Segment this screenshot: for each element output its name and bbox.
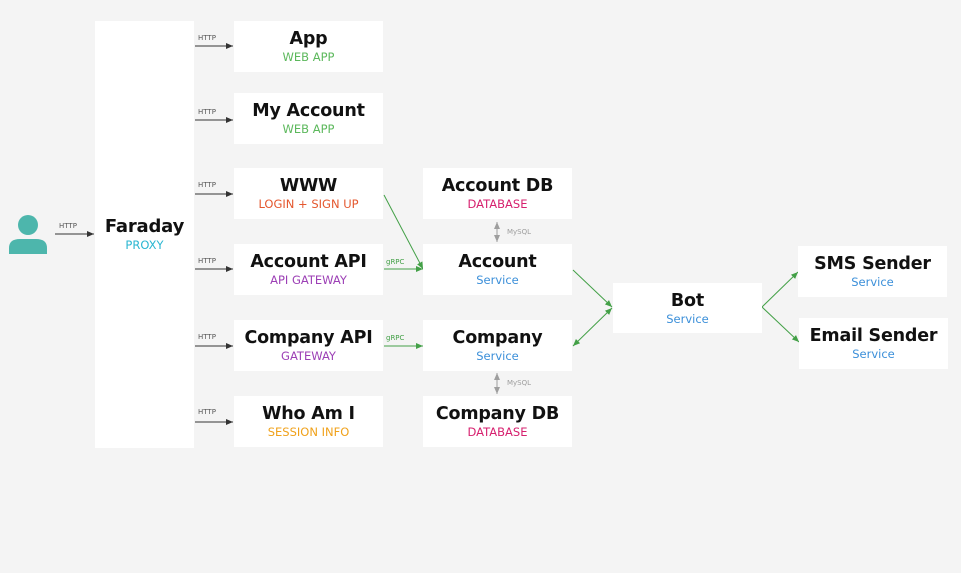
node-email-sender[interactable]: Email Sender Service: [799, 318, 948, 369]
http-label-accountapi: HTTP: [198, 257, 216, 265]
node-app[interactable]: App WEB APP: [234, 21, 383, 72]
grpc-label-company: gRPC: [386, 334, 405, 342]
http-label-app: HTTP: [198, 34, 216, 42]
node-account-service[interactable]: Account Service: [423, 244, 572, 295]
http-label-myaccount: HTTP: [198, 108, 216, 116]
node-subtitle: LOGIN + SIGN UP: [258, 197, 359, 211]
node-title: My Account: [252, 101, 365, 121]
http-label-www: HTTP: [198, 181, 216, 189]
node-subtitle: Service: [476, 349, 519, 363]
mysql-label-account: MySQL: [507, 228, 532, 236]
node-subtitle: WEB APP: [282, 122, 335, 136]
node-title: Company API: [244, 328, 373, 348]
node-subtitle: Service: [476, 273, 519, 287]
node-subtitle: Service: [851, 275, 894, 289]
edge-account-bot: [572, 269, 613, 308]
node-subtitle: Service: [666, 311, 709, 326]
node-company-db[interactable]: Company DB DATABASE: [423, 396, 572, 447]
edge-www-account: [383, 194, 424, 270]
node-title: Faraday: [104, 216, 185, 237]
edge-bot-email: [761, 306, 800, 343]
node-account-api[interactable]: Account API API GATEWAY: [234, 244, 383, 295]
node-subtitle: PROXY: [125, 238, 164, 252]
node-account-db[interactable]: Account DB DATABASE: [423, 168, 572, 219]
node-company-api[interactable]: Company API GATEWAY: [234, 320, 383, 371]
node-subtitle: GATEWAY: [281, 349, 336, 363]
node-my-account[interactable]: My Account WEB APP: [234, 93, 383, 144]
node-title: Company DB: [435, 404, 560, 424]
node-title: Account: [458, 252, 537, 272]
node-subtitle: Service: [852, 347, 895, 361]
node-title: WWW: [279, 176, 338, 196]
node-bot-service[interactable]: Bot Service: [613, 283, 762, 333]
node-title: Account API: [250, 252, 367, 272]
node-title: Email Sender: [809, 326, 938, 346]
mysql-label-company: MySQL: [507, 379, 532, 387]
node-title: Account DB: [441, 176, 554, 196]
node-subtitle: WEB APP: [282, 50, 335, 64]
node-subtitle: SESSION INFO: [267, 425, 350, 439]
node-www[interactable]: WWW LOGIN + SIGN UP: [234, 168, 383, 219]
http-label-whoami: HTTP: [198, 408, 216, 416]
node-subtitle: DATABASE: [467, 197, 528, 211]
node-subtitle: API GATEWAY: [270, 273, 347, 287]
node-subtitle: DATABASE: [467, 425, 528, 439]
node-title: Who Am I: [262, 404, 355, 424]
node-faraday-proxy[interactable]: Faraday PROXY: [95, 21, 194, 448]
node-company-service[interactable]: Company Service: [423, 320, 572, 371]
user-icon: [8, 214, 48, 256]
node-sms-sender[interactable]: SMS Sender Service: [798, 246, 947, 297]
node-who-am-i[interactable]: Who Am I SESSION INFO: [234, 396, 383, 447]
node-title: SMS Sender: [814, 254, 931, 274]
grpc-label-account: gRPC: [386, 258, 405, 266]
http-label-companyapi: HTTP: [198, 333, 216, 341]
http-label-user: HTTP: [59, 222, 77, 230]
node-title: App: [289, 29, 328, 49]
edge-bot-sms: [761, 271, 799, 308]
edge-company-bot: [572, 307, 613, 347]
node-title: Company: [452, 328, 543, 348]
node-title: Bot: [670, 290, 705, 311]
